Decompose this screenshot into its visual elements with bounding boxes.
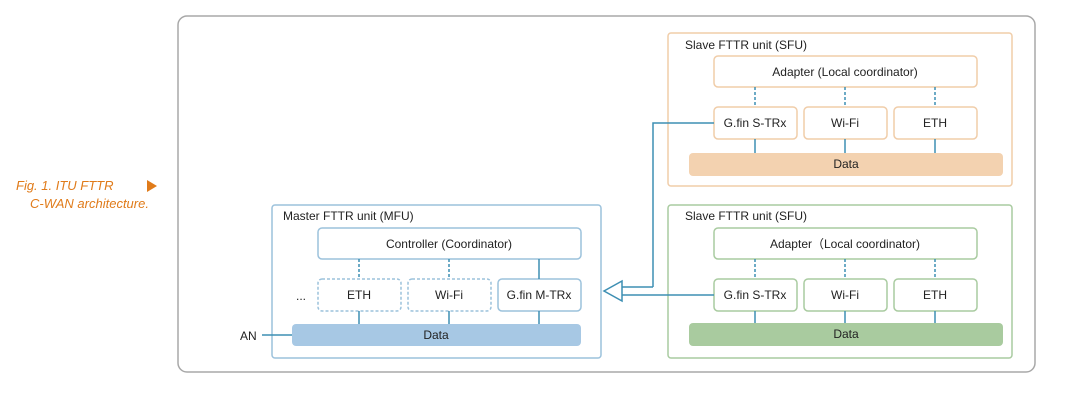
an-label: AN [240,329,257,343]
mfu-wifi-label: Wi-Fi [435,288,463,302]
mfu-eth-box [317,278,402,312]
sfu-top-eth-label: ETH [923,116,947,130]
sfu-bottom-adapter-label: Adapter（Local coordinator) [770,237,920,251]
sfu-top-adapter-label: Adapter (Local coordinator) [772,65,917,79]
sfu-top-box [667,32,1013,187]
mfu-wifi-box [407,278,492,312]
mfu-ellipsis: ... [296,289,306,303]
outer-frame [177,15,1036,373]
figure-caption-line1: Fig. 1. ITU FTTR [16,178,114,193]
mfu-gfin-label: G.fin M-TRx [507,288,572,302]
sfu-top-to-mfu-link [652,122,714,287]
mfu-data-bar [292,324,581,346]
arrow-left-icon [602,279,623,303]
sfu-top-wifi-label: Wi-Fi [831,116,859,130]
figure-caption-line2: C-WAN architecture. [30,196,149,211]
mfu-eth-label: ETH [347,288,371,302]
sfu-top-gfin-label: G.fin S-TRx [724,116,787,130]
sfu-bottom-wifi-label: Wi-Fi [831,288,859,302]
sfu-bottom-box [667,204,1013,359]
sfu-bottom-eth-label: ETH [923,288,947,302]
sfu-bottom-data-bar [689,323,1003,346]
mfu-title: Master FTTR unit (MFU) [283,209,414,223]
mfu-controller-label: Controller (Coordinator) [386,237,512,251]
caption-arrow-icon [147,180,157,192]
sfu-bottom-gfin-label: G.fin S-TRx [724,288,787,302]
sfu-bottom-data-label: Data [833,327,859,341]
sfu-top-data-bar [689,153,1003,176]
sfu-top-title: Slave FTTR unit (SFU) [685,38,807,52]
sfu-bottom-title: Slave FTTR unit (SFU) [685,209,807,223]
mfu-data-label: Data [423,328,449,342]
sfu-top-data-label: Data [833,157,859,171]
mfu-box [271,204,602,359]
